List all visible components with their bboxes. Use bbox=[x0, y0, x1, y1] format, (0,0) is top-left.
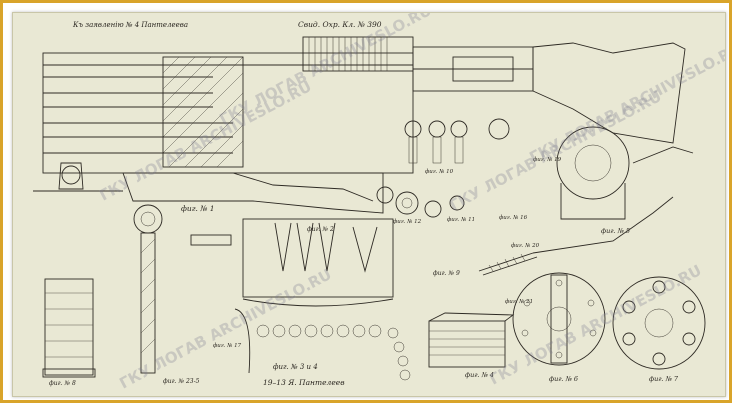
figure-1-part bbox=[133, 204, 163, 374]
label-fig-7: фиг. № 7 bbox=[649, 375, 679, 383]
label-fig-3: фиг. № 3 и 4 bbox=[273, 363, 318, 371]
watermark-group: ГКУ ЛОГАВ ARCHIVESLO.RU ГКУ ЛОГАВ ARCHIV… bbox=[96, 13, 725, 393]
label-fig-23: фиг. № 23-5 bbox=[163, 378, 200, 385]
label-fig-21: фиг. № 21 bbox=[505, 298, 533, 305]
label-fig-9: фиг. № 9 bbox=[433, 270, 460, 277]
label-fig-12: фиг. № 12 bbox=[393, 218, 422, 225]
watermark-6: ГКУ ЛОГАВ ARCHIVESLO.RU bbox=[486, 261, 704, 388]
label-fig-6: фиг. № 6 bbox=[549, 375, 578, 383]
label-fig-5: фиг. № 5 bbox=[601, 227, 630, 235]
figure-7-wheel bbox=[612, 276, 706, 370]
label-fig-17: фиг. № 17 bbox=[213, 342, 242, 349]
main-gun-assembly bbox=[33, 36, 686, 214]
figure-20-spring bbox=[478, 196, 674, 276]
small-parts-cluster bbox=[376, 120, 468, 218]
header-left-note: Къ заявленію № 4 Пантелеева bbox=[72, 21, 188, 29]
label-fig-19: фиг. № 19 bbox=[533, 156, 562, 163]
signature: 19–13 Я. Пантелеев bbox=[263, 378, 345, 387]
label-fig-8: фиг. № 8 bbox=[49, 380, 76, 387]
figure-5-part bbox=[488, 118, 694, 220]
figure-6-wheel bbox=[512, 272, 606, 366]
label-fig-10: фиг. № 10 bbox=[425, 168, 454, 175]
watermark-5: ГКУ ЛОГАВ ARCHIVESLO.RU bbox=[116, 265, 334, 392]
center-mechanism bbox=[190, 218, 411, 381]
figure-9-part bbox=[428, 312, 515, 368]
label-fig-1: фиг. № 1 bbox=[181, 204, 215, 213]
technical-drawing-sheet: Къ заявленію № 4 Пантелеева Свид. Охр. К… bbox=[12, 12, 726, 397]
label-fig-11: фиг. № 11 bbox=[447, 216, 475, 223]
figure-8-part bbox=[42, 278, 96, 378]
header-center-note: Свид. Охр. Кл. № 390 bbox=[298, 20, 382, 29]
label-fig-2: фиг. № 2 bbox=[307, 226, 334, 233]
label-fig-20: фиг. № 20 bbox=[511, 242, 540, 249]
drawing-canvas: Къ заявленію № 4 Пантелеева Свид. Охр. К… bbox=[33, 13, 725, 393]
label-fig-16: фиг. № 16 bbox=[499, 214, 528, 221]
label-fig-4: фиг. № 4 bbox=[465, 371, 494, 379]
